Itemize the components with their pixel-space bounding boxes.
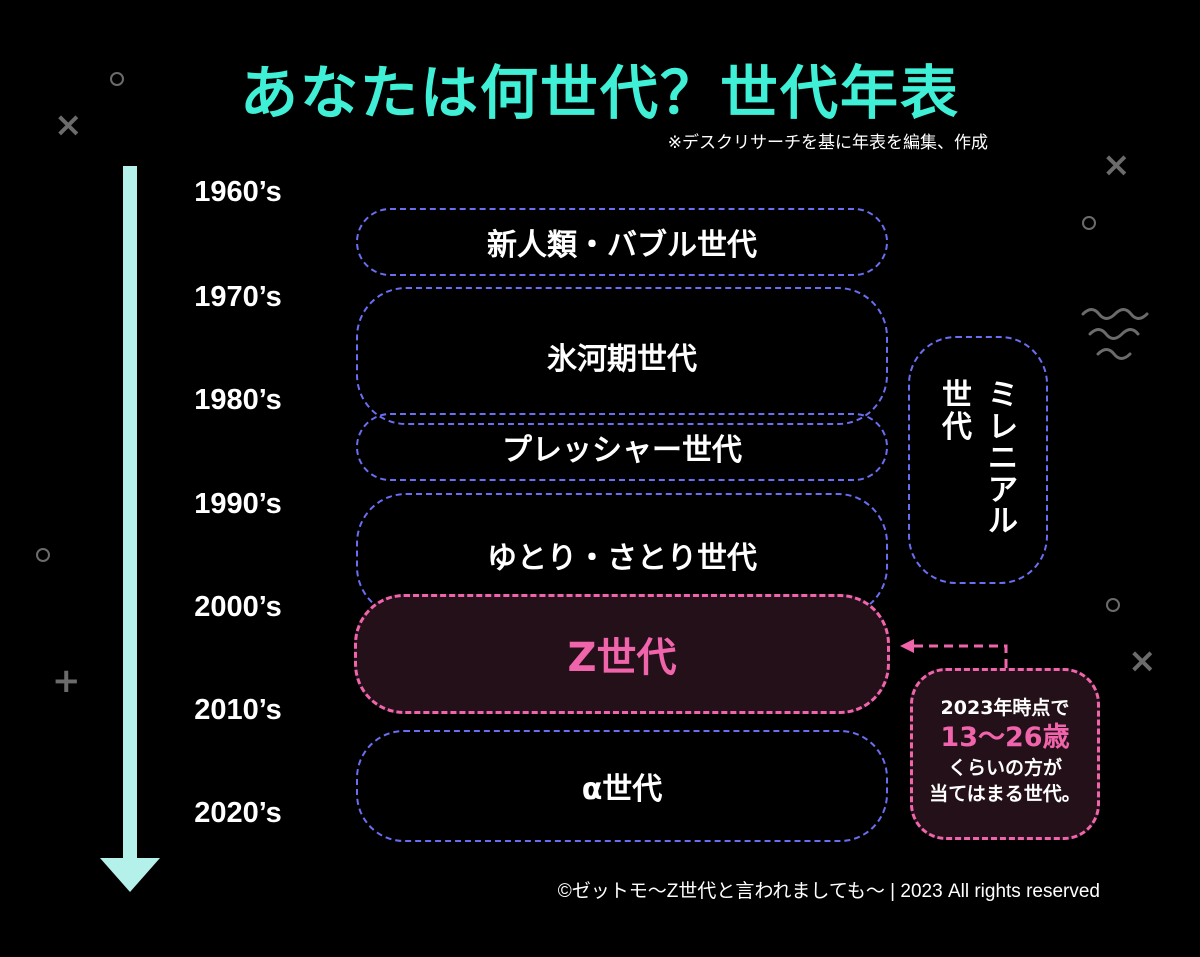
source-note: ※デスクリサーチを基に年表を編集、作成	[667, 133, 988, 153]
generation-label: Z世代	[567, 635, 677, 681]
page-title: あなたは何世代？世代年表	[239, 59, 960, 127]
z-generation-info-box: 2023年時点で 13〜26歳 くらいの方が 当てはまる世代。	[910, 668, 1100, 840]
generation-box-pressure: プレッシャー世代	[356, 413, 888, 481]
info-line-4: 当てはまる世代。	[929, 783, 1081, 805]
generation-label: ゆとり・さとり世代	[487, 541, 757, 576]
decade-label-2010s: 2010’s	[194, 694, 282, 726]
millennial-label-col1: ミレニアル	[988, 378, 1018, 539]
decade-label-1970s: 1970’s	[194, 281, 282, 313]
copyright-footer: ©ゼットモ〜Z世代と言われましても〜 | 2023 All rights res…	[557, 881, 1100, 902]
millennial-label-col2: 世代	[942, 378, 972, 445]
decade-label-2000s: 2000’s	[194, 591, 282, 623]
decade-label-2020s: 2020’s	[194, 797, 282, 829]
generation-label: 新人類・バブル世代	[487, 228, 757, 263]
decade-label-1980s: 1980’s	[194, 384, 282, 416]
info-line-1: 2023年時点で	[940, 697, 1070, 719]
cross-decoration-icon: ×	[54, 105, 83, 145]
cross-decoration-icon: ×	[1128, 641, 1157, 681]
plus-decoration-icon: +	[52, 661, 81, 701]
generation-box-alpha: α世代	[356, 730, 888, 842]
decade-label-1990s: 1990’s	[194, 488, 282, 520]
generation-box-hyoga: 氷河期世代	[356, 287, 888, 425]
decade-label-1960s: 1960’s	[194, 176, 282, 208]
cross-decoration-icon: ×	[1102, 145, 1131, 185]
info-age-range: 13〜26歳	[940, 722, 1070, 753]
circle-decoration-icon	[36, 548, 50, 562]
down-arrow-icon	[100, 858, 160, 892]
generation-label: α世代	[581, 772, 663, 807]
generation-label: 氷河期世代	[547, 342, 697, 377]
timeline-arrow-shaft	[123, 166, 137, 866]
generation-box-millennial: ミレニアル 世代	[908, 336, 1048, 584]
circle-decoration-icon	[110, 72, 124, 86]
generation-label: プレッシャー世代	[502, 433, 742, 468]
circle-decoration-icon	[1082, 216, 1096, 230]
generation-box-shinjinrui: 新人類・バブル世代	[356, 208, 888, 276]
info-line-3: くらいの方が	[947, 757, 1062, 779]
generation-box-z: Z世代	[354, 594, 890, 714]
circle-decoration-icon	[1106, 598, 1120, 612]
